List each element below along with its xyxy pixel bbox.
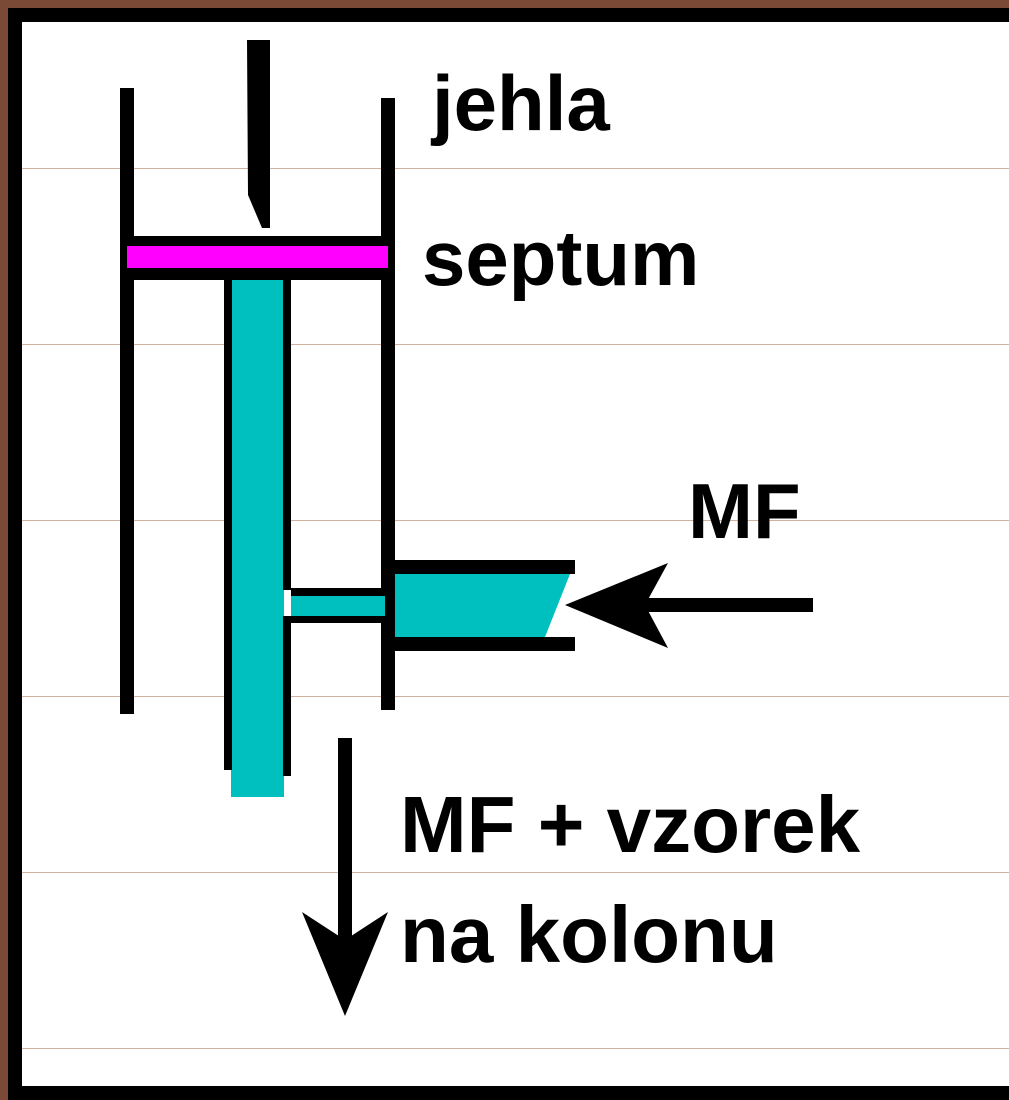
needle xyxy=(247,40,270,228)
label-needle: jehla xyxy=(430,59,610,147)
side-channel xyxy=(291,596,385,616)
label-mobile-phase: MF xyxy=(688,467,801,555)
side-channel-top-wall xyxy=(291,588,385,596)
label-output-line1: MF + vzorek xyxy=(400,780,861,869)
diagram-panel xyxy=(8,8,1009,1100)
side-channel-bottom-wall xyxy=(291,616,385,623)
label-output-line2: na kolonu xyxy=(400,890,778,979)
inlet-top-wall xyxy=(395,560,575,574)
ruled-line xyxy=(22,1048,1009,1049)
channel-left-wall xyxy=(224,280,232,770)
septum-top-edge xyxy=(127,236,388,246)
ruled-line xyxy=(22,696,1009,697)
septum-bottom-edge xyxy=(127,268,388,280)
outlet-arrow-shaft xyxy=(338,738,352,943)
label-septum: septum xyxy=(422,214,699,302)
channel-right-wall-upper xyxy=(283,280,291,590)
injector-left-wall xyxy=(120,88,134,714)
flow-channel xyxy=(231,280,284,797)
inlet-arrow-shaft xyxy=(595,598,813,612)
inlet-bottom-wall xyxy=(395,637,575,651)
channel-right-wall-lower xyxy=(283,616,291,776)
ruled-line xyxy=(22,872,1009,873)
ruled-line xyxy=(22,344,1009,345)
inlet-arrow-head xyxy=(565,563,668,648)
inlet-flow xyxy=(395,574,570,637)
ruled-line xyxy=(22,168,1009,169)
outlet-arrow-head xyxy=(302,912,388,1016)
ruled-line xyxy=(22,520,1009,521)
septum xyxy=(127,246,388,268)
